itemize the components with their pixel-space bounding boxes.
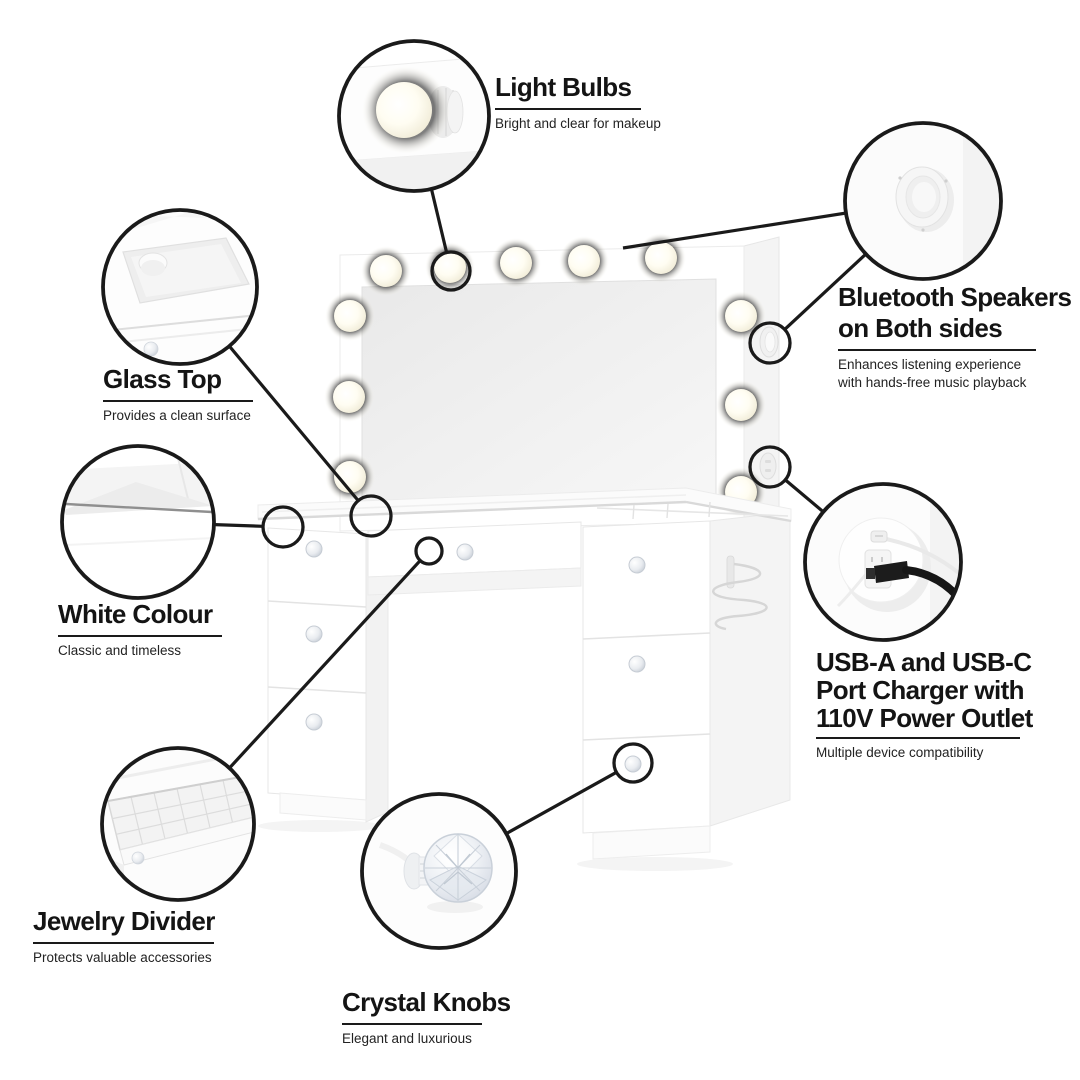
callout-label-usb: USB-A and USB-C Port Charger with 110V P…	[816, 648, 1033, 762]
callout-label-bluetooth: Bluetooth Speakers on Both sides Enhance…	[838, 282, 1072, 391]
light-bulb	[324, 372, 374, 422]
side-speaker	[759, 326, 779, 358]
light-bulb	[559, 236, 609, 286]
vanity-product	[257, 233, 792, 871]
callout-label-jewelry: Jewelry Divider Protects valuable access…	[33, 906, 215, 967]
ring-usb-ports	[748, 445, 792, 489]
ring-speaker	[748, 321, 792, 365]
title-underline	[838, 349, 1036, 351]
callout-description-line: Enhances listening experience	[838, 357, 1022, 372]
usb-outlet-vignette	[805, 484, 961, 640]
callout-label-glass-top: Glass Top Provides a clean surface	[103, 364, 253, 425]
callout-circle-white-colour	[60, 444, 216, 600]
callout-circle-jewelry	[100, 746, 256, 902]
crystal-knob	[305, 713, 323, 731]
ring-center-drawer	[414, 536, 444, 566]
hairdryer-holder	[712, 555, 768, 631]
callout-label-light-bulbs: Light Bulbs Bright and clear for makeup	[495, 72, 661, 133]
crystal-knob	[456, 543, 474, 561]
callout-description: Classic and timeless	[58, 643, 182, 658]
crystal-knob	[624, 755, 642, 773]
callout-title-line: USB-A and USB-C	[816, 647, 1032, 677]
callout-description-line: with hands-free music playback	[838, 374, 1027, 390]
title-underline	[103, 400, 253, 402]
crystal-knob-vignette	[362, 794, 516, 948]
light-bulb-vignette	[339, 41, 489, 191]
callout-title-line: Port Charger with	[816, 675, 1025, 705]
callout-title: Light Bulbs	[495, 72, 632, 102]
light-bulb	[716, 291, 766, 341]
callout-description: Provides a clean surface	[103, 408, 251, 423]
title-underline	[33, 942, 214, 944]
callout-circle-bluetooth	[843, 121, 1003, 281]
callout-circle-crystal	[360, 792, 518, 950]
callout-circle-light-bulbs	[337, 39, 491, 193]
ring-glass-top	[349, 494, 393, 538]
callout-title-line: Bluetooth Speakers	[838, 282, 1072, 312]
callout-title: Crystal Knobs	[342, 987, 511, 1017]
light-bulb	[325, 291, 375, 341]
mirror-unit	[324, 233, 780, 532]
title-underline	[342, 1023, 482, 1025]
right-drawer-pedestal	[582, 511, 791, 860]
callout-title-line: 110V Power Outlet	[816, 703, 1033, 733]
crystal-knob	[628, 556, 646, 574]
connector-rings	[261, 250, 792, 784]
callout-title: Glass Top	[103, 364, 222, 394]
callout-description: Multiple device compatibility	[816, 745, 984, 760]
crystal-knob	[305, 625, 323, 643]
crystal-knob	[628, 655, 646, 673]
mirror-glass	[361, 278, 717, 509]
ring-drawer-knob	[612, 742, 654, 784]
callout-label-white-colour: White Colour Classic and timeless	[58, 599, 222, 660]
title-underline	[816, 737, 1020, 739]
side-usb-ports	[759, 452, 777, 480]
light-bulb	[361, 246, 411, 296]
ring-white-corner	[261, 505, 305, 549]
light-bulb	[325, 452, 375, 502]
callout-title-line: on Both sides	[838, 313, 1003, 343]
callout-label-crystal: Crystal Knobs Elegant and luxurious	[342, 987, 511, 1048]
callout-description: Elegant and luxurious	[342, 1031, 472, 1046]
white-colour-vignette	[62, 446, 214, 598]
light-bulb	[491, 238, 541, 288]
crystal-knob	[305, 540, 323, 558]
floor-shadow	[258, 820, 382, 832]
speaker-vignette	[845, 123, 1001, 279]
light-bulb	[716, 380, 766, 430]
callout-title: Jewelry Divider	[33, 906, 215, 936]
title-underline	[58, 635, 222, 637]
title-underline	[495, 108, 641, 110]
callout-description: Bright and clear for makeup	[495, 116, 661, 131]
callout-description: Protects valuable accessories	[33, 950, 212, 965]
jewelry-divider-vignette	[102, 748, 254, 900]
ring-top-bulb	[430, 250, 472, 292]
vanity-table	[257, 487, 792, 860]
floor-shadow	[577, 857, 733, 871]
callout-circle-usb	[803, 482, 963, 642]
callout-title: White Colour	[58, 599, 213, 629]
callout-circle-glass-top	[101, 208, 259, 366]
